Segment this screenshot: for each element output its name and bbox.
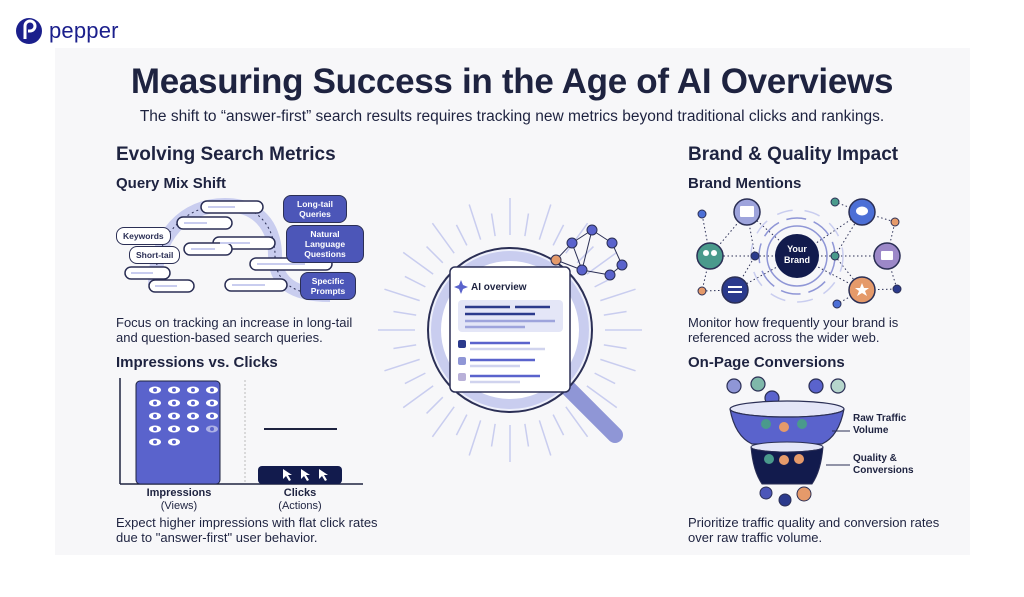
page-subtitle: The shift to “answer-first” search resul… (139, 108, 885, 125)
ray-line (565, 406, 589, 438)
pepper-logo[interactable]: pepper (15, 16, 119, 46)
ray-line (404, 372, 426, 385)
magnifier-handle (557, 377, 623, 443)
ray-line (404, 275, 426, 288)
eye-icon (168, 425, 180, 433)
ray-line (384, 358, 420, 372)
ray-line (565, 222, 589, 254)
eye-icon (149, 438, 161, 446)
ray-line (600, 358, 636, 372)
eye-icon (187, 425, 199, 433)
clicks-bar (258, 466, 342, 484)
clicks-label: Clicks(Actions) (278, 487, 322, 512)
eye-icon (206, 386, 218, 394)
funnel-bottom (750, 446, 824, 485)
ray-line (524, 423, 530, 447)
brand-mentions-caption-1: Monitor how frequently your brand is (688, 315, 899, 330)
sparkle-icon (454, 280, 468, 294)
ray-line (431, 406, 455, 438)
bubble-natural-language: Natural Language Questions (286, 225, 364, 263)
ray-line (576, 246, 594, 264)
eye-icon (206, 425, 218, 433)
ray-line (524, 213, 530, 237)
ray-line (586, 251, 618, 275)
query-mix-caption-1: Focus on tracking an increase in long-ta… (116, 315, 353, 330)
impressions-caption-1: Expect higher impressions with flat clic… (116, 515, 378, 530)
bubble-keywords: Keywords (116, 227, 171, 245)
ray-line (468, 204, 482, 240)
impressions-bar (135, 380, 221, 485)
impressions-caption-2: due to "answer-first" user behavior. (116, 530, 318, 545)
eye-icon (168, 399, 180, 407)
logo-text: pepper (49, 18, 119, 43)
section-heading-evolving-metrics: Evolving Search Metrics (116, 144, 336, 165)
ray-line (402, 251, 434, 275)
eye-icon (168, 386, 180, 394)
ray-line (600, 288, 636, 302)
cursor-icon (319, 469, 328, 481)
cursor-icon (283, 469, 292, 481)
ray-line (426, 396, 444, 414)
ray-line (431, 222, 455, 254)
eye-icon (149, 425, 161, 433)
section-heading-brand-quality: Brand & Quality Impact (688, 144, 899, 165)
eye-icon (149, 399, 161, 407)
ray-line (468, 420, 482, 456)
impressions-label: Impressions(Views) (146, 487, 212, 512)
eye-icon (206, 412, 218, 420)
ray-line (455, 414, 468, 436)
ray-line (552, 414, 565, 436)
ray-line (586, 385, 618, 409)
pepper-logo-icon (16, 18, 42, 44)
brand-hub (775, 234, 819, 278)
ray-line (426, 246, 444, 264)
conversions-caption-1: Prioritize traffic quality and conversio… (688, 515, 940, 530)
bubble-long-tail: Long-tail Queries (283, 195, 347, 223)
ray-line (393, 310, 417, 316)
ray-line (552, 224, 565, 246)
impressions-clicks-chart (119, 378, 363, 485)
ai-overview-magnifier (378, 198, 642, 462)
subheading-impressions-clicks: Impressions vs. Clicks (116, 354, 278, 371)
conversions-caption-2: over raw traffic volume. (688, 530, 823, 545)
people-icon (696, 242, 724, 270)
query-mix-caption-2: and question-based search queries. (116, 330, 323, 345)
document-icon (721, 276, 749, 304)
ray-line (538, 204, 552, 240)
network-nodes-icon (550, 224, 628, 281)
quality-conversions-label: Quality & Conversions (853, 453, 914, 476)
eye-icon (149, 412, 161, 420)
conversion-funnel (726, 376, 850, 507)
ray-line (393, 344, 417, 350)
ai-overview-card-title: AI overview (471, 282, 527, 293)
subheading-query-mix: Query Mix Shift (116, 175, 227, 192)
eye-icon (187, 386, 199, 394)
brand-mentions-network (696, 197, 902, 309)
ray-line (402, 385, 434, 409)
ray-line (455, 224, 468, 246)
bubble-short-tail: Short-tail (129, 246, 181, 264)
eye-icon (187, 399, 199, 407)
page-title: Measuring Success in the Age of AI Overv… (130, 62, 894, 101)
brand-hub-label: Your Brand (783, 244, 810, 265)
eye-icon (149, 386, 161, 394)
ray-line (594, 372, 616, 385)
query-mix-diagram (124, 197, 333, 302)
subheading-conversions: On-Page Conversions (688, 354, 845, 371)
eye-icon (168, 438, 180, 446)
cursor-icon (301, 469, 310, 481)
brand-mentions-caption-2: referenced across the wider web. (688, 330, 880, 345)
eye-icon (168, 412, 180, 420)
subheading-brand-mentions: Brand Mentions (688, 175, 802, 192)
ray-line (603, 344, 627, 350)
ray-line (490, 213, 496, 237)
eye-icon (187, 412, 199, 420)
ray-line (384, 288, 420, 302)
eye-icon (206, 399, 218, 407)
bubble-specific-prompts: Specific Prompts (300, 272, 356, 300)
ray-line (490, 423, 496, 447)
ray-line (603, 310, 627, 316)
ray-line (538, 420, 552, 456)
raw-traffic-label: Raw Traffic Volume (853, 413, 907, 436)
